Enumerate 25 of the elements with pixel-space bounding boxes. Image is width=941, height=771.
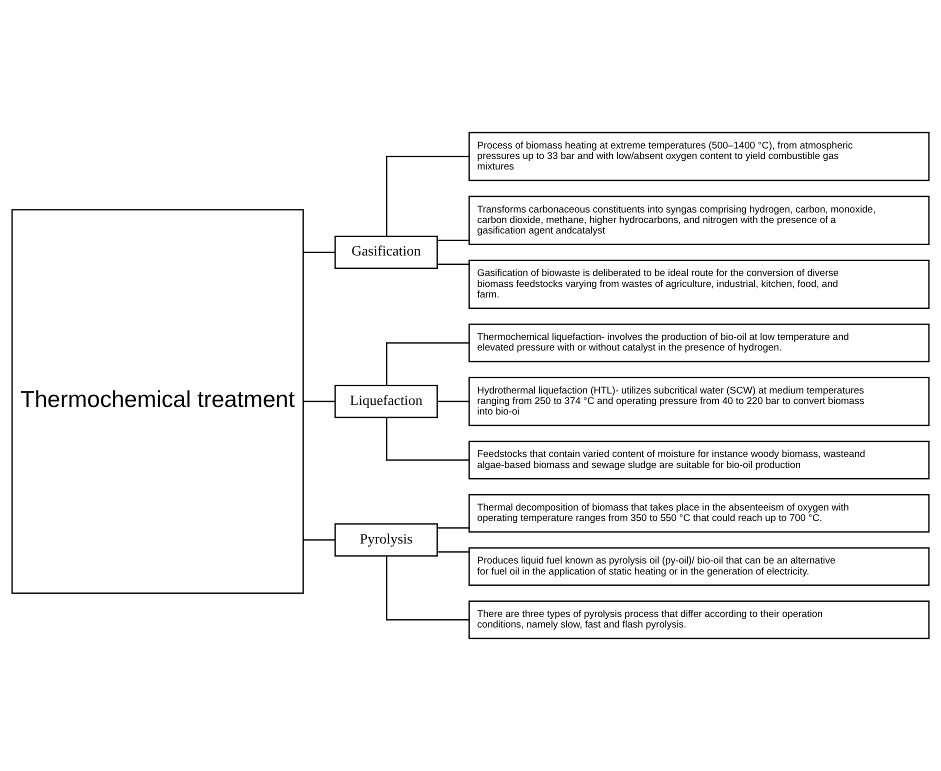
node-box: Thermochemical liquefaction- involves the production of bio-oil at low temperature and elevated pressure with or without catalyst in the presence of hydrogen. (468, 324, 930, 362)
connector (438, 527, 469, 529)
connector (303, 400, 336, 402)
node-box: Hydrothermal liquefaction (HTL)- utilizes subcritical water (SCW) at medium temperatures ranging from 250 to 374 °C and operating pressure from 40 to 220 bar to convert biomass into bio-oi (468, 376, 930, 426)
node-box: Pyrolysis (334, 523, 438, 557)
node-box: Thermal decomposition of biomass that takes place in the absenteeism of oxygen with operating temperature ranges from 350 to 550 °C that could reach up to 700 °C. (468, 494, 930, 533)
connector (386, 417, 470, 461)
connector (438, 400, 469, 402)
connector (438, 264, 469, 266)
connector (438, 551, 469, 553)
node-box: Process of biomass heating at extreme temperatures (500–1400 °C), from atmospheric pressures up to 33 bar and with low/absent oxygen content to yield combustible gas mixtures (468, 132, 930, 182)
node-box: Gasification (334, 236, 438, 270)
connector (303, 252, 336, 254)
node-box: Gasification of biowaste is deliberated to be ideal route for the conversion of diverse biomass feedstocks varying from wastes of agriculture, industrial, kitchen, food, and farm. (468, 260, 930, 309)
node-box: Transforms carbonaceous constituents into syngas comprising hydrogen, carbon, monoxide, carbon dioxide, methane, higher hydrocarbons, and nitrogen with the presence of a gasification agent andcatalyst (468, 196, 930, 246)
node-box: Liquefaction (334, 384, 438, 418)
connector (303, 539, 336, 541)
connector (438, 240, 469, 242)
connector (386, 556, 470, 620)
connector (386, 342, 470, 386)
connector (386, 156, 470, 236)
node-box: There are three types of pyrolysis process that differ according to their operation conditions, namely slow, fast and flash pyrolysis. (468, 600, 930, 640)
node-box: Feedstocks that contain varied content of moisture for instance woody biomass, wasteand algae-based biomass and sewage sludge are suitable for bio-oil production (468, 440, 930, 480)
node-box: Produces liquid fuel known as pyrolysis oil (py-oil)/ bio-oil that can be an alternative for fuel oil in the application of static heating or in the generation of electricity. (468, 547, 930, 586)
node-box: Thermochemical treatment (11, 209, 304, 594)
